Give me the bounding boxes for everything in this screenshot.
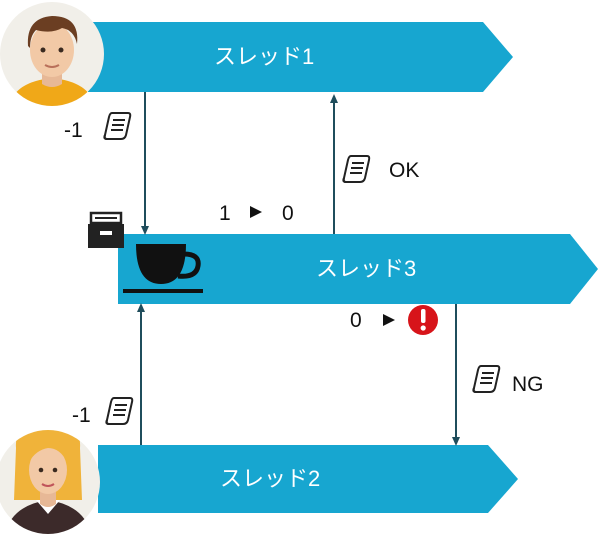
person-female-avatar-icon — [0, 430, 100, 534]
play-triangle-icon — [383, 314, 395, 326]
document-icon — [105, 397, 134, 425]
thread1-label: スレッド1 — [214, 44, 315, 69]
count-from-label-a: 1 — [219, 202, 231, 225]
person-male-avatar-icon — [0, 2, 104, 106]
decrement-label-bottom: -1 — [72, 404, 91, 427]
count-to-label-a: 0 — [282, 202, 294, 225]
thread3-label: スレッド3 — [316, 256, 417, 281]
decrement-label-top: -1 — [64, 119, 83, 142]
coffee-cup-icon — [123, 244, 203, 293]
thread2-label: スレッド2 — [220, 466, 321, 491]
document-icon — [342, 155, 371, 183]
thread1-bar — [88, 22, 513, 92]
thread2-bar — [98, 445, 518, 513]
inbox-tray-icon — [88, 211, 124, 248]
ng-label: NG — [512, 373, 544, 396]
thread3-bar — [118, 234, 598, 304]
count-from-label-b: 0 — [350, 309, 362, 332]
ok-label: OK — [389, 159, 420, 182]
document-icon — [103, 112, 132, 140]
play-triangle-icon — [250, 206, 262, 218]
exclamation-error-icon — [408, 305, 438, 335]
document-icon — [472, 365, 501, 393]
